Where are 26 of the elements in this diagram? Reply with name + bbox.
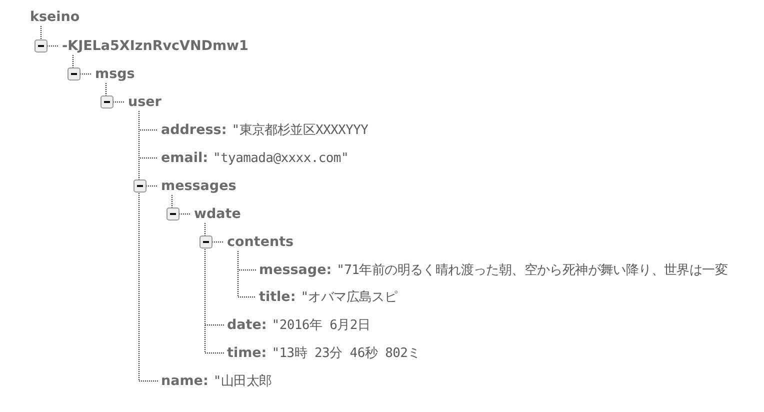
value-text: "tyamada@xxxx.com"	[213, 151, 348, 166]
key-label: kseino	[30, 9, 80, 25]
key-label: -KJELa5XIznRvcVNDmw1	[62, 38, 248, 54]
key-label: wdate	[194, 206, 241, 222]
value-text: "2016年 6月2日	[272, 318, 370, 333]
value-text: "東京都杉並区XXXXYYY	[232, 123, 368, 138]
key-label: name:	[161, 373, 208, 389]
key-label: title:	[259, 289, 296, 305]
key-label: messages	[161, 178, 236, 194]
key-label: date:	[227, 317, 267, 333]
key-label: message:	[259, 262, 332, 278]
key-label: email:	[161, 150, 208, 166]
tree-connector	[106, 82, 126, 102]
value-text: "71年前の明るく晴れ渡った朝、空から死神が舞い降り、世界は一変	[336, 263, 728, 278]
key-label: msgs	[95, 66, 135, 82]
tree-connector	[72, 54, 92, 74]
value-text: "山田太郎	[213, 374, 272, 389]
key-label: time:	[227, 345, 267, 361]
value-text: "13時 23分 46秒 802ミ	[272, 346, 420, 361]
tree-connector	[172, 194, 192, 214]
tree-connector	[238, 250, 256, 298]
key-label: contents	[227, 234, 294, 250]
key-label: address:	[161, 122, 227, 138]
value-text: "オバマ広島スピ	[300, 290, 398, 305]
key-label: user	[128, 94, 162, 110]
tree-connector	[40, 26, 60, 46]
